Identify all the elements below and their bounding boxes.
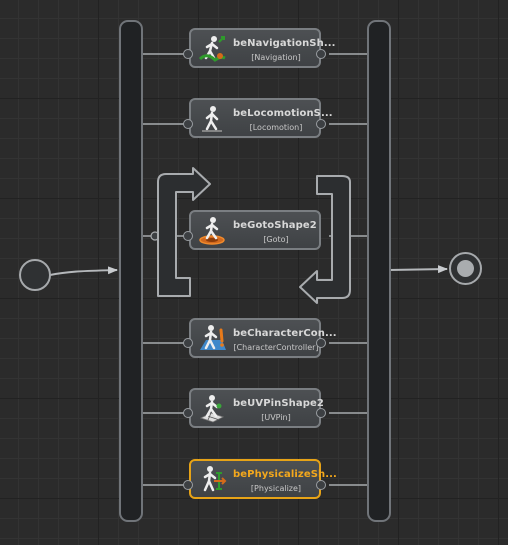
exit-state-core bbox=[457, 260, 474, 277]
node-subtitle: [Locomotion] bbox=[249, 123, 303, 132]
node-subtitle: [Physicalize] bbox=[250, 484, 302, 493]
node-uvpin[interactable]: beUVPinShape2 [UVPin] bbox=[189, 388, 324, 428]
physicalize-walker-icon bbox=[203, 466, 227, 492]
entry-wire bbox=[49, 266, 118, 276]
out-port[interactable] bbox=[316, 408, 326, 418]
out-port[interactable] bbox=[316, 480, 326, 490]
fork-bar[interactable] bbox=[119, 20, 143, 522]
node-locomotion[interactable]: beLocomotionS... [Locomotion] bbox=[189, 98, 333, 138]
node-title: beLocomotionS... bbox=[233, 108, 333, 119]
out-port[interactable] bbox=[316, 338, 326, 348]
in-port[interactable] bbox=[183, 408, 193, 418]
navigation-walker-icon bbox=[198, 36, 226, 62]
node-title: beCharacterCon... bbox=[233, 328, 337, 339]
node-physicalize[interactable]: bePhysicalizeSh... [Physicalize] bbox=[189, 459, 337, 499]
node-title: beGotoShape2 bbox=[233, 220, 317, 231]
node-subtitle: [Goto] bbox=[263, 235, 289, 244]
in-port[interactable] bbox=[183, 338, 193, 348]
goto-walker-icon bbox=[199, 217, 225, 245]
loop-arrow-left bbox=[157, 167, 211, 297]
character-controller-icon bbox=[200, 325, 226, 350]
out-port[interactable] bbox=[316, 49, 326, 59]
out-port[interactable] bbox=[316, 119, 326, 129]
node-character-controller[interactable]: beCharacterCon... [CharacterController] bbox=[189, 318, 337, 358]
node-subtitle: [UVPin] bbox=[261, 413, 291, 422]
exit-wire bbox=[388, 265, 448, 274]
in-port[interactable] bbox=[183, 480, 193, 490]
locomotion-walker-icon bbox=[202, 106, 222, 132]
node-title: beNavigationSh... bbox=[233, 38, 336, 49]
node-goto[interactable]: beGotoShape2 [Goto] bbox=[189, 210, 321, 250]
entry-state[interactable] bbox=[19, 259, 51, 291]
node-navigation[interactable]: beNavigationSh... [Navigation] bbox=[189, 28, 336, 68]
uvpin-walker-icon bbox=[199, 395, 225, 423]
in-port[interactable] bbox=[183, 231, 193, 241]
exit-state[interactable] bbox=[449, 252, 482, 285]
in-port[interactable] bbox=[183, 119, 193, 129]
node-subtitle: [Navigation] bbox=[251, 53, 301, 62]
node-subtitle: [CharacterController] bbox=[233, 343, 319, 352]
in-port[interactable] bbox=[183, 49, 193, 59]
node-title: bePhysicalizeSh... bbox=[233, 469, 337, 480]
node-title: beUVPinShape2 bbox=[233, 398, 324, 409]
join-bar[interactable] bbox=[367, 20, 391, 522]
loop-arrow-right bbox=[299, 175, 351, 304]
